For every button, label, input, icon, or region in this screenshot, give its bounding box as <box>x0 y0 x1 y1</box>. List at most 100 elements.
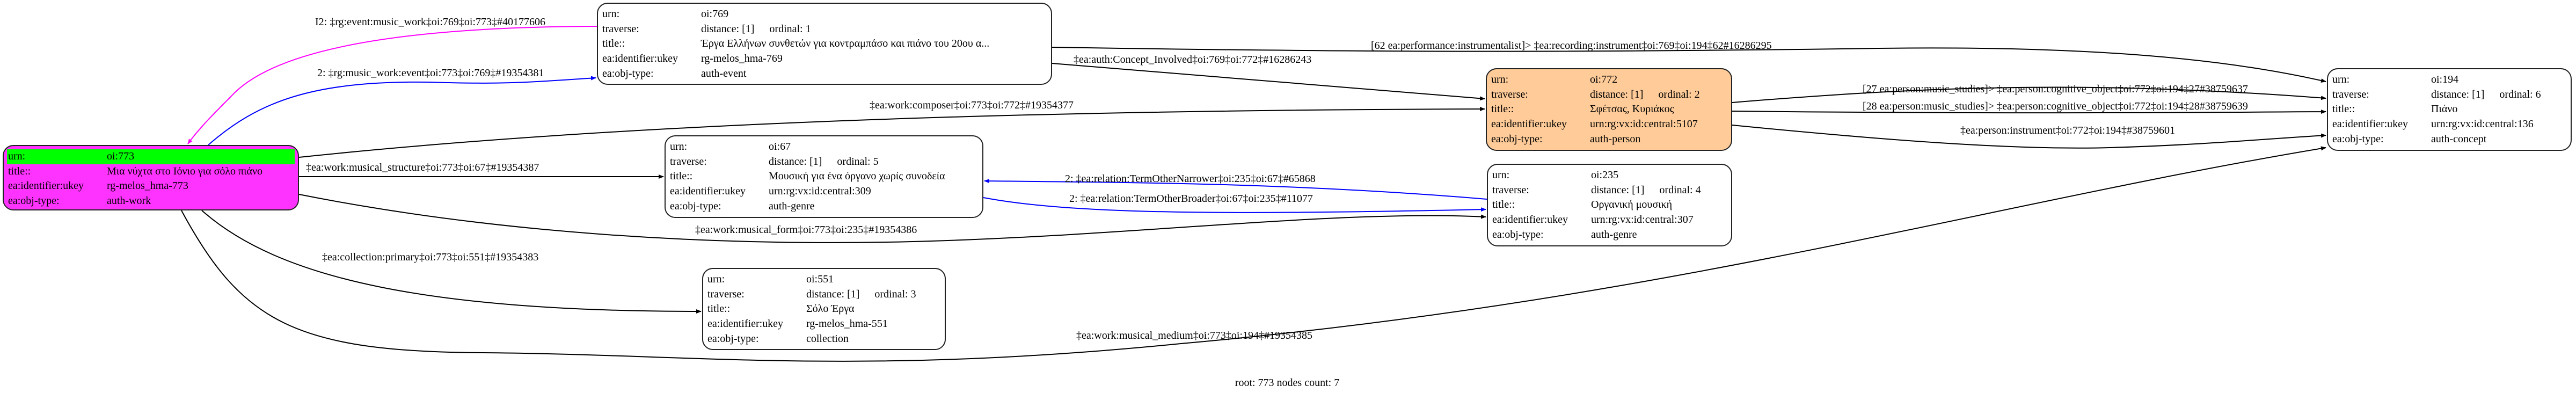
distance-value: distance: [1] <box>1591 184 1645 196</box>
field-value: Μουσική για ένα όργανο χωρίς συνοδεία <box>769 170 945 183</box>
edge-label: ‡ea:work:composer‡oi:773‡oi:772‡#1935437… <box>870 99 1074 111</box>
field-value: oi:194 <box>2431 74 2459 85</box>
field-label: ea:identifier:ukey <box>2332 118 2409 130</box>
field-label: ea:identifier:ukey <box>8 180 84 192</box>
edge-instrument62 <box>1052 47 2326 83</box>
edge-person-instr <box>1732 125 2326 149</box>
field-label: ea:obj-type: <box>1492 228 1544 241</box>
edge-form <box>298 194 1486 243</box>
edge-narrower <box>984 179 1487 200</box>
edge-concept <box>1052 63 1485 101</box>
field-value: auth-person <box>1590 133 1641 145</box>
field-label: ea:identifier:ukey <box>602 53 678 65</box>
node-oi-551[interactable]: urn: oi:551 traverse: distance: [1] ordinal… <box>702 268 946 350</box>
edge-label: ‡ea:person:instrument‡oi:772‡oi:194‡#387… <box>1960 125 2175 136</box>
ordinal-value: ordinal: 5 <box>837 155 879 168</box>
field-label: urn: <box>602 8 620 20</box>
ordinal-value: ordinal: 3 <box>874 288 916 300</box>
ordinal-value: ordinal: 2 <box>1658 88 1700 100</box>
field-label: urn: <box>707 273 725 285</box>
field-value: urn:rg:vx:id:central:5107 <box>1590 118 1698 130</box>
edge-event-work <box>187 26 597 144</box>
field-value: rg-melos_hma-773 <box>107 180 188 192</box>
field-value: urn:rg:vx:id:central:307 <box>1591 214 1694 226</box>
field-value: oi:769 <box>701 8 729 20</box>
field-label: title:: <box>602 38 625 50</box>
field-value: auth-genre <box>1591 228 1637 241</box>
edge-label: ‡ea:auth:Concept_Involved‡oi:769‡oi:772‡… <box>1074 54 1311 66</box>
field-value: Έργα Ελλήνων συνθετών για κοντραμπάσο κα… <box>701 38 990 50</box>
field-label: traverse: <box>1491 88 1528 100</box>
field-label: urn: <box>1492 169 1510 181</box>
field-label: traverse: <box>1492 184 1529 196</box>
field-label: ea:obj-type: <box>707 332 759 345</box>
node-oi-67[interactable]: urn:oi:67 traverse:distance: [1]ordinal:… <box>665 135 983 218</box>
edge-medium <box>181 146 2326 362</box>
field-value: auth-genre <box>769 200 815 212</box>
distance-value: distance: [1] <box>2431 88 2485 100</box>
node-oi-773[interactable]: urn: oi:773 title::Μια νύχτα στο Ιόνιο γι… <box>3 145 299 210</box>
field-value: urn:rg:vx:id:central:136 <box>2431 118 2534 130</box>
distance-value: distance: [1] <box>806 288 860 300</box>
field-label: ea:obj-type: <box>670 200 721 212</box>
field-label: urn: <box>2332 74 2350 85</box>
ordinal-value: ordinal: 4 <box>1659 184 1701 196</box>
field-value: collection <box>806 332 849 345</box>
field-label: title:: <box>8 165 31 177</box>
field-label: traverse: <box>707 288 745 300</box>
field-value: rg-melos_hma-551 <box>806 318 888 330</box>
field-value: Μια νύχτα στο Ιόνιο για σόλο πιάνο <box>107 165 263 177</box>
edge-label: [62 ea:performance:instrumentalist]> ‡ea… <box>1371 40 1772 52</box>
edge-label: 2: ‡ea:relation:TermOtherNarrower‡oi:235… <box>1065 173 1316 185</box>
field-label: ea:obj-type: <box>1491 133 1543 145</box>
field-value: rg-melos_hma-769 <box>701 53 783 65</box>
field-label: ea:identifier:ukey <box>707 318 784 330</box>
field-value: urn:rg:vx:id:central:309 <box>769 185 871 198</box>
edge-composer <box>298 107 1485 158</box>
edge-collection <box>201 210 702 314</box>
edge-label: 2: ‡ea:relation:TermOtherBroader‡oi:67‡o… <box>1069 193 1313 205</box>
edge-work-event <box>208 76 596 145</box>
field-label: ea:obj-type: <box>2332 133 2384 145</box>
field-value: Οργανική μουσική <box>1591 199 1673 211</box>
field-value: auth-event <box>701 67 747 79</box>
ordinal-value: ordinal: 6 <box>2499 88 2541 100</box>
edge-label: ‡ea:work:musical_medium‡oi:773‡oi:194‡#1… <box>1076 330 1312 341</box>
field-value: oi:551 <box>806 273 834 285</box>
field-label: title:: <box>707 303 731 315</box>
node-oi-769[interactable]: urn:oi:769 traverse:distance: [1]ordinal… <box>597 3 1052 85</box>
field-value: oi:773 <box>107 150 135 162</box>
field-label: urn: <box>1491 74 1509 85</box>
distance-value: distance: [1] <box>1590 88 1644 100</box>
field-label: title:: <box>2332 103 2355 115</box>
distance-value: distance: [1] <box>769 155 822 168</box>
field-value: auth-work <box>107 195 151 207</box>
edge-label: [28 ea:person:music_studies]> ‡ea:person… <box>1863 100 2248 112</box>
field-value: Πιάνο <box>2431 103 2458 115</box>
distance-value: distance: [1] <box>701 23 755 35</box>
field-label: urn: <box>670 141 688 152</box>
edge-broader <box>983 197 1486 213</box>
field-value: oi:772 <box>1590 74 1618 85</box>
node-oi-194[interactable]: urn: oi:194 traverse: distance: [1] ordinal… <box>2327 68 2572 151</box>
field-label: traverse: <box>602 23 639 35</box>
edge-studies28 <box>1732 110 2326 114</box>
node-oi-772[interactable]: urn: oi:772 traverse: distance: [1] ordinal… <box>1486 68 1732 151</box>
field-value: Σόλο Έργα <box>806 303 855 315</box>
edge-label: [27 ea:person:music_studies]> ‡ea:person… <box>1863 83 2248 95</box>
field-label: title:: <box>1491 103 1514 115</box>
field-label: urn: <box>8 150 26 162</box>
field-label: ea:identifier:ukey <box>1491 118 1567 130</box>
node-oi-235[interactable]: urn:oi:235 traverse:distance: [1]ordinal… <box>1487 164 1732 246</box>
field-value: oi:67 <box>769 141 791 152</box>
edge-label: I2: ‡rg:event:music_work‡oi:769‡oi:773‡#… <box>315 16 545 28</box>
field-label: traverse: <box>2332 88 2369 100</box>
edge-label: 2: ‡rg:music_work:event‡oi:773‡oi:769‡#1… <box>317 67 544 79</box>
field-value: auth-concept <box>2431 133 2487 145</box>
edge-studies27 <box>1732 86 2326 103</box>
field-label: ea:identifier:ukey <box>670 185 746 198</box>
graph-footer: root: 773 nodes count: 7 <box>1235 377 1339 389</box>
field-label: title:: <box>1492 199 1515 211</box>
